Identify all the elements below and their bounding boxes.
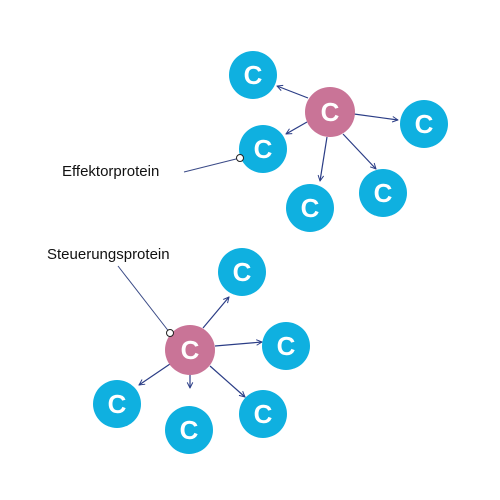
edge-top-3 xyxy=(353,113,398,120)
effector-node: C xyxy=(229,51,277,99)
node-letter: C xyxy=(277,331,296,361)
node-letter: C xyxy=(181,335,200,365)
cluster-top: C C C C C C Effektorprotein xyxy=(62,51,448,232)
edge-bottom-1 xyxy=(202,297,229,329)
edge-top-5 xyxy=(342,133,376,169)
callout-line-regulator xyxy=(117,265,171,334)
effector-node: C xyxy=(286,184,334,232)
regulator-node: C xyxy=(305,87,355,137)
edge-bottom-3 xyxy=(139,363,171,385)
effector-node: C xyxy=(262,322,310,370)
edge-top-2 xyxy=(286,121,308,134)
edge-top-4 xyxy=(320,136,328,181)
node-letter: C xyxy=(233,257,252,287)
edge-bottom-2 xyxy=(214,342,262,347)
effector-node: C xyxy=(165,406,213,454)
node-letter: C xyxy=(321,97,340,127)
node-letter: C xyxy=(254,134,273,164)
effector-node: C xyxy=(93,380,141,428)
label-regulator: Steuerungsprotein xyxy=(47,246,170,263)
edge-top-1 xyxy=(277,86,309,99)
effector-node: C xyxy=(400,100,448,148)
label-effector: Effektorprotein xyxy=(62,163,159,180)
effector-node: C xyxy=(359,169,407,217)
callout-line-effector xyxy=(183,157,241,173)
regulator-node: C xyxy=(165,325,215,375)
node-letter: C xyxy=(374,178,393,208)
node-letter: C xyxy=(254,399,273,429)
node-letter: C xyxy=(301,193,320,223)
effector-node: C xyxy=(218,248,266,296)
node-letter: C xyxy=(244,60,263,90)
effector-node: C xyxy=(239,390,287,438)
edge-bottom-5 xyxy=(209,365,245,397)
node-letter: C xyxy=(415,109,434,139)
callout-dot-regulator xyxy=(166,329,174,337)
node-letter: C xyxy=(180,415,199,445)
effector-node: C xyxy=(239,125,287,173)
cluster-bottom: C C C C C C Steuerungsprotein xyxy=(47,246,310,454)
callout-dot-effector xyxy=(236,154,244,162)
node-letter: C xyxy=(108,389,127,419)
